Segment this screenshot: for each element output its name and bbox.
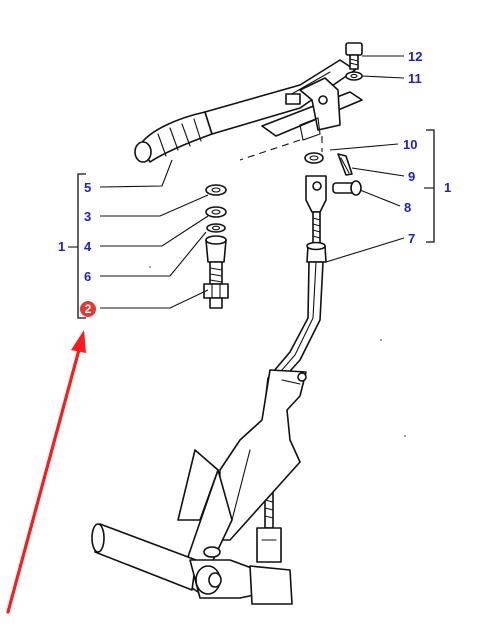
washer-3 bbox=[205, 206, 227, 218]
hand-lever bbox=[134, 59, 363, 163]
washer-4 bbox=[206, 223, 226, 233]
highlight-badge: 2 bbox=[80, 301, 96, 317]
bushing-6 bbox=[205, 235, 227, 263]
callout-10: 10 bbox=[403, 137, 417, 152]
bolt-12 bbox=[345, 42, 363, 70]
callout-3: 3 bbox=[84, 209, 91, 224]
leader-lines bbox=[99, 55, 405, 309]
callout-8: 8 bbox=[404, 200, 411, 215]
clevis bbox=[305, 175, 327, 213]
right-group-bracket bbox=[426, 129, 435, 243]
stud-nut-2 bbox=[203, 261, 229, 309]
red-arrow bbox=[6, 330, 86, 614]
callout-9: 9 bbox=[408, 169, 415, 184]
callout-12: 12 bbox=[408, 49, 422, 64]
split-pin-9 bbox=[337, 153, 353, 176]
washer-5 bbox=[205, 184, 227, 196]
callout-6: 6 bbox=[84, 269, 91, 284]
callout-group-right: 1 bbox=[444, 180, 451, 195]
callout-4: 4 bbox=[84, 239, 92, 254]
callout-11: 11 bbox=[408, 71, 422, 86]
cross-shaft bbox=[91, 523, 293, 605]
callout-group-left: 1 bbox=[58, 239, 65, 254]
callout-7: 7 bbox=[408, 231, 415, 246]
badge-label: 2 bbox=[85, 302, 92, 316]
left-group-bracket bbox=[77, 173, 86, 319]
callout-5: 5 bbox=[84, 180, 91, 195]
clip-10 bbox=[304, 152, 324, 164]
washer-11 bbox=[345, 71, 363, 81]
clevis-pin-8 bbox=[332, 180, 362, 196]
mounting-bracket bbox=[177, 369, 307, 593]
